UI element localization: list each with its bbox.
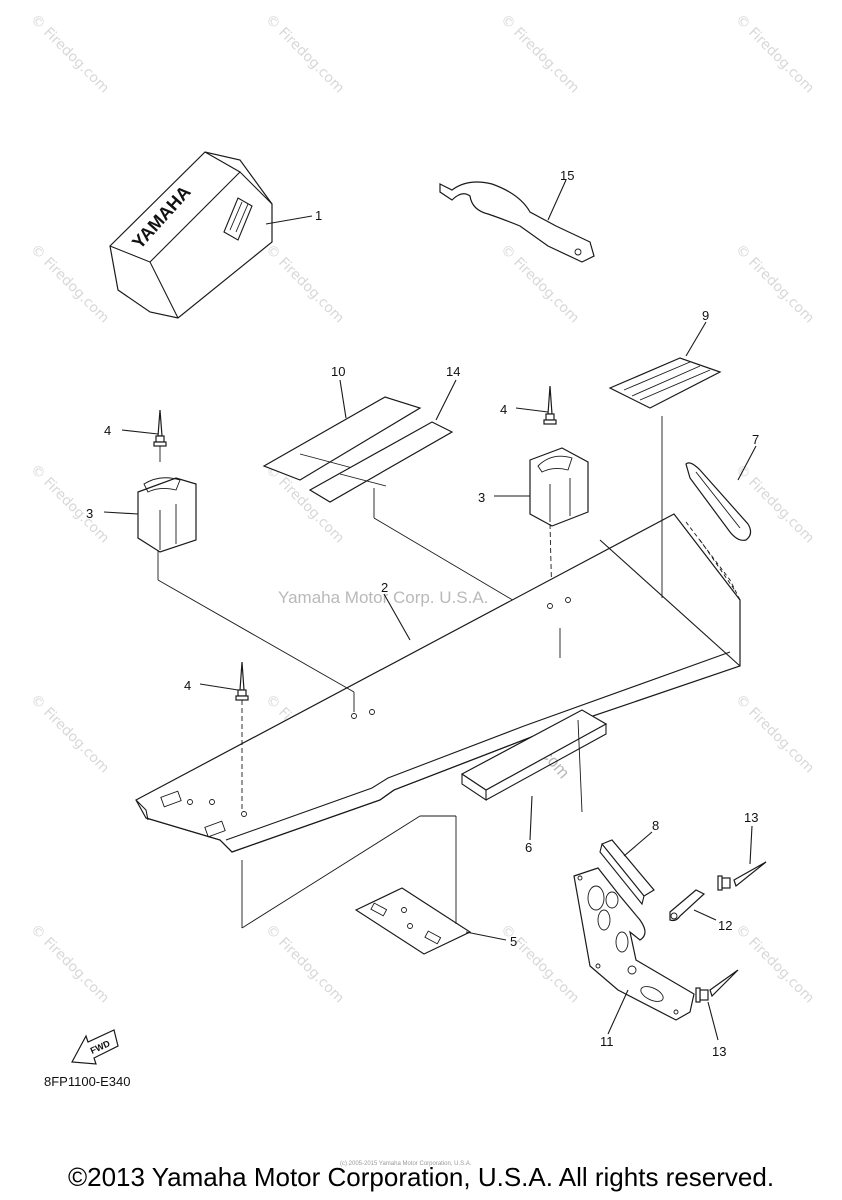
callout-2: 2	[381, 580, 388, 595]
callout-3-left: 3	[86, 506, 93, 521]
watermark: © Firedog.com	[27, 12, 112, 97]
part-6-pad	[460, 709, 608, 802]
callout-8: 8	[652, 818, 659, 833]
watermark: © Firedog.com	[262, 922, 347, 1007]
watermark: © Firedog.com	[732, 242, 817, 327]
part-14-label	[308, 421, 454, 503]
callout-15: 15	[560, 168, 574, 183]
part-9-decal	[608, 357, 722, 409]
part-4-rivet-bottom	[235, 661, 249, 810]
callout-10: 10	[331, 364, 345, 379]
part-4-rivet-top-left	[153, 409, 167, 462]
watermark: © Firedog.com	[732, 12, 817, 97]
part-8-block	[599, 839, 655, 906]
part-12-clip	[669, 889, 706, 922]
callout-7: 7	[752, 432, 759, 447]
callout-12: 12	[718, 918, 732, 933]
part-1-cover-bag: YAMAHA	[109, 151, 273, 319]
watermark: © Firedog.com	[497, 12, 582, 97]
part-15-spanner	[439, 181, 595, 263]
callout-6: 6	[525, 840, 532, 855]
part-3-clip-right	[529, 447, 589, 527]
callout-9: 9	[702, 308, 709, 323]
callout-3-right: 3	[478, 490, 485, 505]
callout-11: 11	[600, 1034, 614, 1049]
part-10-label	[262, 396, 422, 481]
callout-14: 14	[446, 364, 460, 379]
part-2-tray	[135, 513, 741, 853]
watermark: © Firedog.com	[732, 922, 817, 1007]
callout-1: 1	[315, 208, 322, 223]
part-5-plate	[354, 887, 472, 955]
watermark: © Firedog.com	[262, 242, 347, 327]
callout-4-right: 4	[500, 402, 507, 417]
callout-4-bottom: 4	[184, 678, 191, 693]
callout-13-bottom: 13	[712, 1044, 726, 1059]
part-3-clip-left	[137, 477, 197, 553]
callout-4-left: 4	[104, 423, 111, 438]
watermark: © Firedog.com	[27, 242, 112, 327]
diagram-code: 8FP1100-E340	[44, 1074, 131, 1089]
center-watermark: Yamaha Motor Corp. U.S.A.	[278, 588, 488, 607]
callout-5: 5	[510, 934, 517, 949]
part-13-rivet-top	[717, 861, 767, 891]
part-13-rivet-bottom	[695, 969, 739, 1003]
watermark: © Firedog.com	[732, 692, 817, 777]
part-4-rivet-top-right	[543, 385, 557, 425]
copyright-footer: ©2013 Yamaha Motor Corporation, U.S.A. A…	[67, 1162, 775, 1192]
watermark: © Firedog.com	[27, 922, 112, 1007]
fwd-arrow-icon: FWD	[71, 1029, 119, 1065]
part-7-strap	[685, 462, 752, 541]
watermark: © Firedog.com	[27, 692, 112, 777]
watermark: © Firedog.com	[262, 12, 347, 97]
callout-13-top: 13	[744, 810, 758, 825]
watermark: © Firedog.com	[27, 462, 112, 547]
tiny-copyright: (c) 2005-2015 Yamaha Motor Corporation, …	[340, 1161, 472, 1167]
part-11-bracket	[573, 867, 695, 1021]
